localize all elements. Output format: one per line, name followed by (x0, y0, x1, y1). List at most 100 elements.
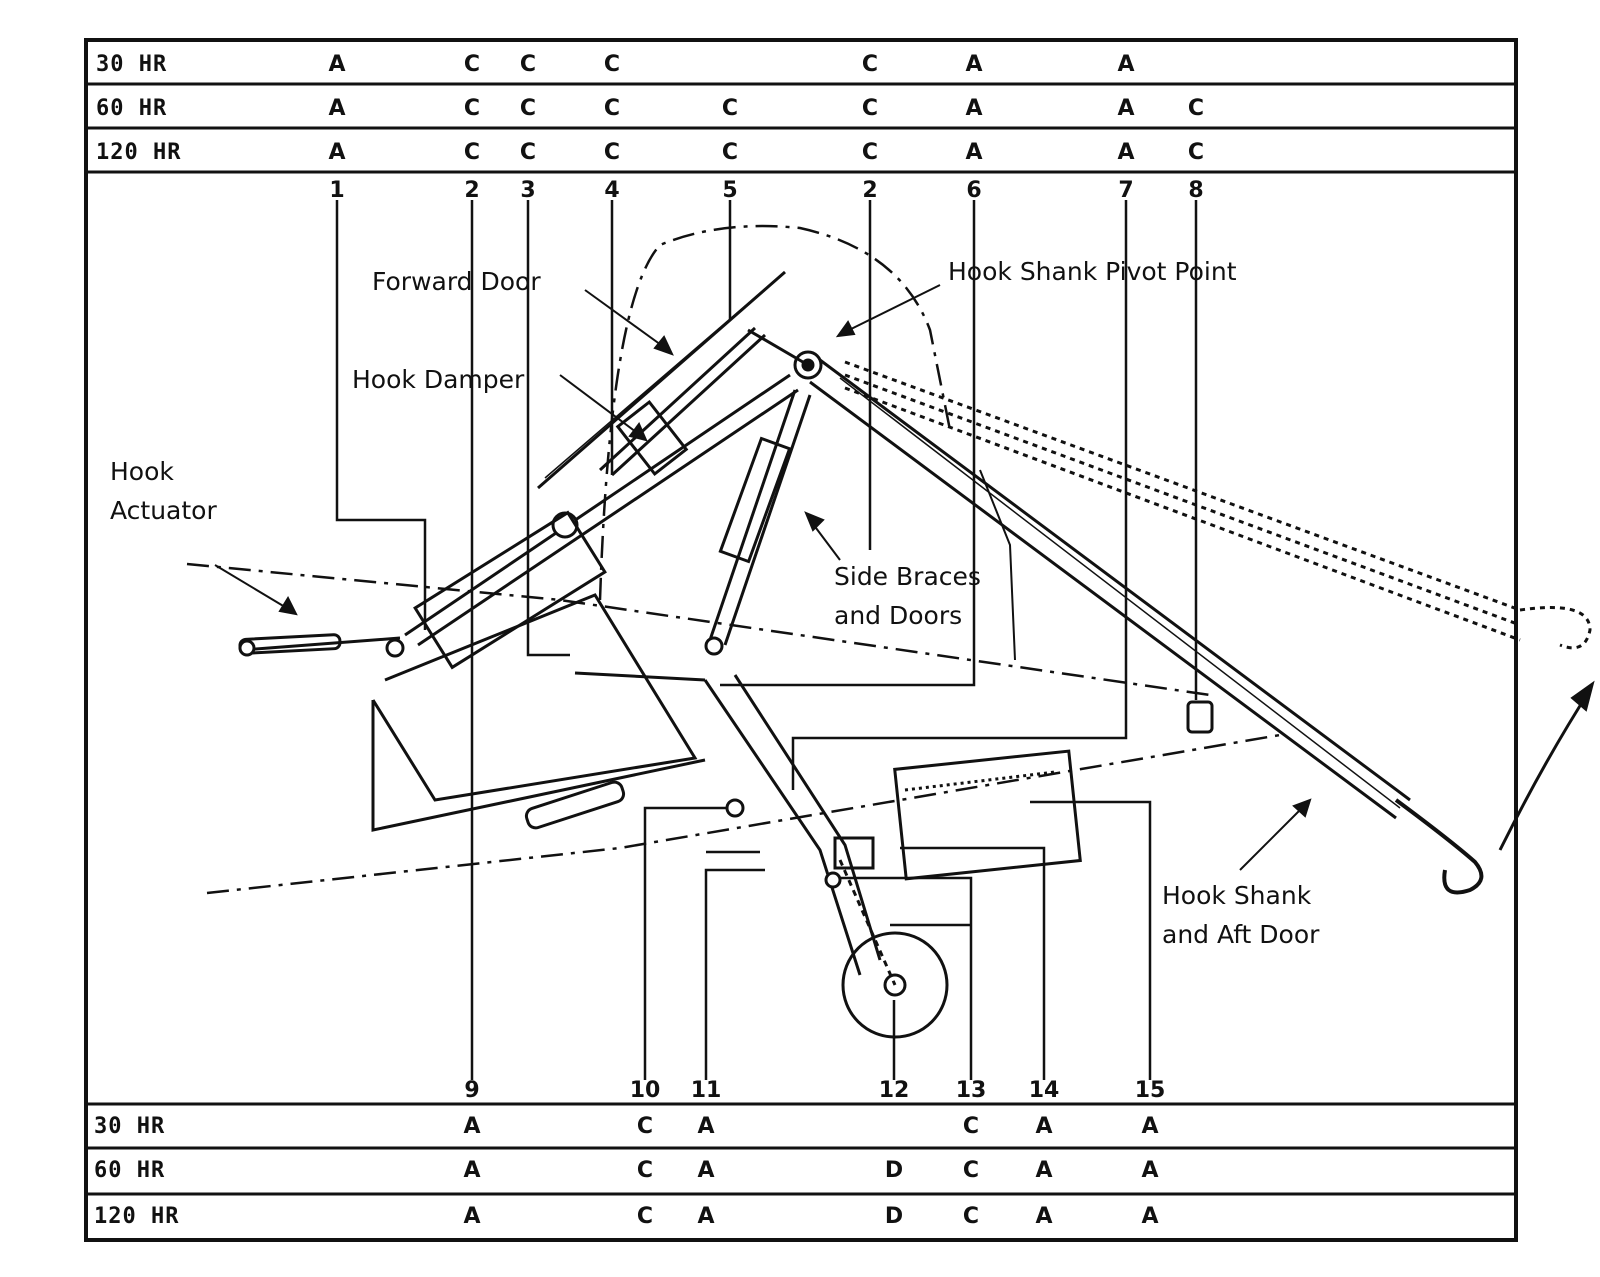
item-number: 1 (329, 178, 345, 203)
arrow-head (835, 320, 856, 338)
leader-11 (704, 868, 765, 1080)
interval-code: A (1141, 1158, 1159, 1183)
gear-frame (371, 593, 698, 802)
interval-code: A (1117, 140, 1135, 165)
hook-shank-upper (819, 358, 1411, 802)
item-number: 5 (722, 178, 738, 203)
interval-code: A (697, 1204, 715, 1229)
arrow-head (1292, 798, 1312, 818)
airframe-outline (186, 224, 1281, 895)
interval-code: A (697, 1114, 715, 1139)
item-number: 13 (955, 1078, 987, 1103)
item-number: 11 (690, 1078, 722, 1103)
gear-link (574, 671, 706, 682)
top-interval-60hr: 60 HR (96, 96, 168, 121)
item-number: 15 (1134, 1078, 1166, 1103)
door-dome (598, 224, 952, 601)
gear-bracket (833, 836, 875, 870)
tail-wheel (841, 931, 949, 1039)
interval-code: C (861, 52, 879, 77)
forward-door-assembly (537, 270, 809, 490)
item-number: 3 (520, 178, 536, 203)
interval-code: A (463, 1158, 481, 1183)
item-number: 8 (1188, 178, 1204, 203)
interval-code: C (962, 1114, 980, 1139)
interval-code: C (463, 140, 481, 165)
aft-door-panel (979, 469, 1016, 661)
item-number: 10 (629, 1078, 661, 1103)
interval-code: C (636, 1158, 654, 1183)
door-link (747, 328, 809, 367)
interval-code: C (636, 1204, 654, 1229)
side-braces (704, 389, 812, 656)
interval-code: A (965, 96, 983, 121)
callout-arrows (214, 284, 1595, 871)
interval-code: D (884, 1158, 904, 1183)
item-number: 9 (464, 1078, 480, 1103)
interval-code: C (721, 140, 739, 165)
side-brace-cylinder (718, 436, 792, 564)
item-number: 4 (604, 178, 620, 203)
leader-13 (830, 876, 973, 1080)
interval-code: C (603, 140, 621, 165)
interval-code: C (861, 140, 879, 165)
leader-14 (900, 846, 1046, 1080)
interval-code: A (1141, 1114, 1159, 1139)
leader-10 (643, 806, 730, 1080)
fuselage-upper-line (186, 562, 1211, 697)
interval-code: C (1187, 140, 1205, 165)
actuator-plate (413, 510, 607, 670)
interval-code: C (603, 96, 621, 121)
interval-code: C (519, 96, 537, 121)
item-number: 14 (1028, 1078, 1060, 1103)
leader-15 (1030, 800, 1152, 1080)
bottom-interval-60hr: 60 HR (94, 1158, 166, 1183)
interval-code: C (962, 1204, 980, 1229)
interval-code: C (861, 96, 879, 121)
callout-hook-shank-aft-door: Hook Shank and Aft Door (1162, 881, 1320, 949)
hook-tip (1394, 798, 1484, 895)
interval-code: A (1117, 96, 1135, 121)
gear-cylinder (524, 780, 626, 830)
actuator-linkage (238, 373, 799, 670)
interval-code: A (1035, 1158, 1053, 1183)
interval-code: C (463, 52, 481, 77)
item-number: 6 (966, 178, 982, 203)
bottom-interval-120hr: 120 HR (94, 1204, 180, 1229)
interval-code: A (328, 52, 346, 77)
hook-swing-arrow (1498, 689, 1592, 851)
interval-code: C (636, 1114, 654, 1139)
callout-hook-actuator: Hook Actuator (110, 457, 217, 525)
interval-code: A (1035, 1114, 1053, 1139)
leader-3 (526, 200, 570, 657)
aft-bracket (1186, 700, 1214, 734)
item-number: 2 (862, 178, 878, 203)
lower-gear-assembly (371, 593, 1214, 1039)
actuator-pivot (551, 511, 579, 539)
item-number: 12 (878, 1078, 910, 1103)
item-number: 2 (464, 178, 480, 203)
arrow-head (628, 422, 648, 442)
arrow-head (278, 595, 298, 616)
outer-frame (84, 38, 1518, 1242)
interval-code: C (1187, 96, 1205, 121)
interval-code: A (328, 140, 346, 165)
interval-code: A (965, 140, 983, 165)
top-interval-30hr: 30 HR (96, 52, 168, 77)
retracted-hook-outline (844, 360, 1592, 650)
callout-hook-damper: Hook Damper (352, 365, 525, 394)
hook-actuator-rod (241, 636, 401, 652)
interval-code: A (697, 1158, 715, 1183)
interval-code: C (603, 52, 621, 77)
interval-code: A (328, 96, 346, 121)
interval-code: A (463, 1114, 481, 1139)
interval-code: A (965, 52, 983, 77)
bottom-interval-30hr: 30 HR (94, 1114, 166, 1139)
main-gear-leg (703, 679, 862, 976)
interval-code: A (1117, 52, 1135, 77)
interval-code: A (1141, 1204, 1159, 1229)
callout-forward-door: Forward Door (372, 267, 541, 296)
interval-code: A (1035, 1204, 1053, 1229)
